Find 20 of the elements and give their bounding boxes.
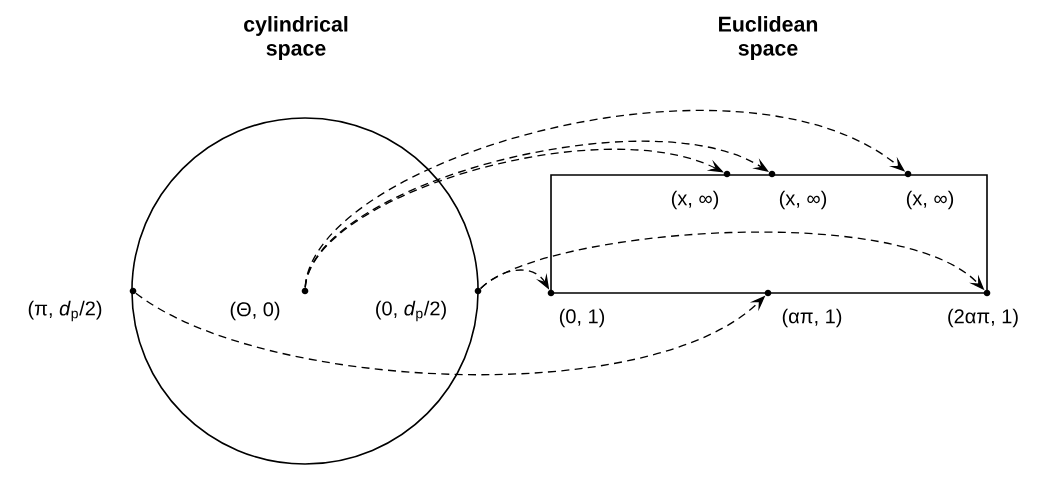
heading: Euclidean space [719,16,818,60]
node-label: (0, d$_{p}$/2) [376,300,446,322]
labeled-point: (2απ, 1) [948,289,1018,328]
node-label: (2απ, 1) [948,308,1018,328]
node-label: (x, ∞) [906,190,954,210]
labeled-point: (0, d$_{p}$/2) [376,287,482,322]
labeled-point: (Θ, 0) [230,287,309,321]
labeled-point: (x, ∞) [904,170,954,210]
labeled-point: (απ, 1) [764,289,842,328]
node-label: (απ, 1) [782,308,842,328]
labeled-point: (x, ∞) [671,170,731,210]
node-label: (x, ∞) [779,190,827,210]
heading: cylindrical space [244,16,348,60]
node-label: (Θ, 0) [230,301,280,321]
node-label: (x, ∞) [671,190,719,210]
node-label: (π, d$_{p}$/2) [28,300,102,322]
node-label: (0, 1) [559,308,605,328]
labeled-point: (0, 1) [547,289,605,328]
labeled-point: (π, d$_{p}$/2) [28,287,137,322]
labeled-point: (x, ∞) [768,170,827,210]
